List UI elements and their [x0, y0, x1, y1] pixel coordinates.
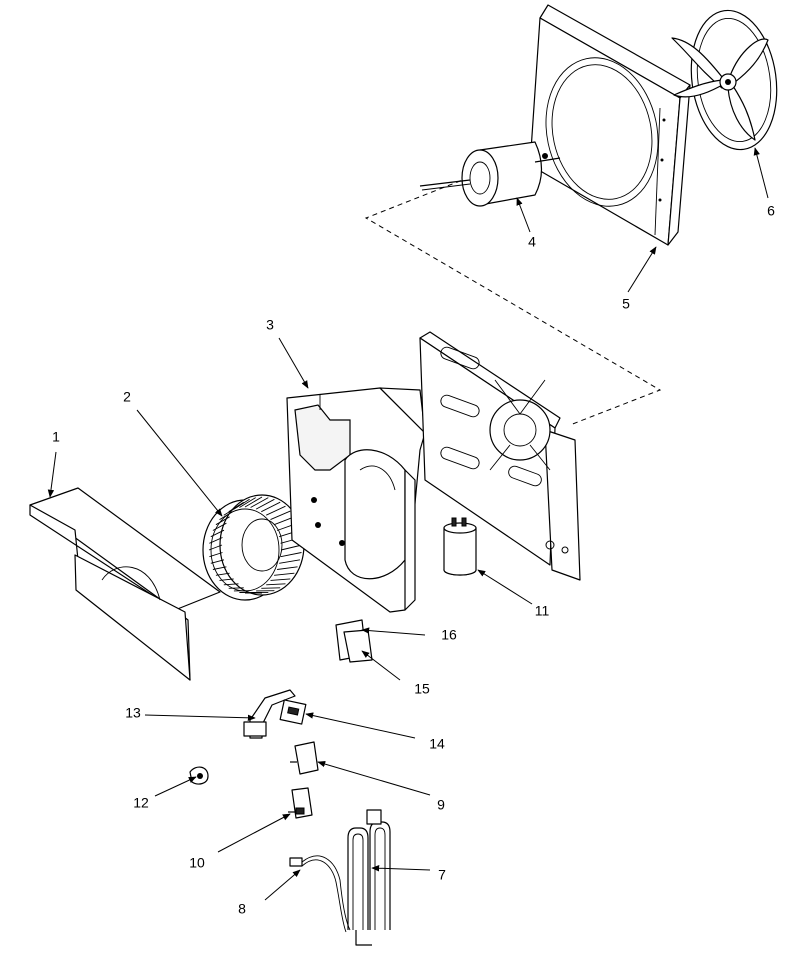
blower-fin	[210, 559, 225, 564]
support-bracket	[419, 331, 581, 581]
callout-16: 16	[441, 627, 457, 643]
part-9-relay	[290, 741, 319, 775]
blower-fin	[228, 587, 244, 589]
blower-fin	[270, 578, 291, 581]
callout-labels: 1 2 3 4 5 6 7 8 9 10 11 12 13 14 15 16	[52, 203, 775, 917]
part-1-mounting-plate	[29, 487, 221, 681]
callout-11: 11	[535, 603, 550, 619]
blower-fin	[208, 544, 223, 551]
part-2-blower-wheel	[202, 494, 305, 601]
blower-fin	[210, 529, 225, 538]
blower-fin	[274, 572, 295, 576]
blower-fin	[279, 559, 301, 564]
blower-fin	[239, 497, 256, 508]
blower-fin	[261, 501, 281, 513]
callout-2: 2	[123, 389, 131, 405]
callout-12: 12	[133, 795, 149, 811]
callout-13: 13	[125, 705, 141, 721]
blower-fin	[280, 544, 303, 551]
blower-fin	[212, 566, 227, 570]
part-10-thermostat	[288, 787, 313, 819]
part-4-fan-motor	[419, 141, 561, 207]
blower-fin	[244, 496, 263, 508]
blower-fin	[228, 501, 245, 513]
blower-fin	[255, 498, 275, 510]
blower-fin	[209, 537, 223, 544]
part-6-fan-blade	[671, 9, 778, 151]
callout-3: 3	[266, 317, 274, 333]
part-14-switch	[279, 699, 307, 725]
callout-5: 5	[622, 296, 630, 312]
callout-8: 8	[238, 901, 246, 917]
blower-fin	[266, 583, 286, 586]
callout-4: 4	[528, 234, 536, 250]
part-15-16-clip	[335, 619, 373, 663]
blower-fin	[280, 552, 302, 558]
blower-fin	[209, 552, 223, 558]
part-7-heater-element	[347, 809, 391, 946]
callout-7: 7	[438, 867, 446, 883]
callout-14: 14	[429, 736, 445, 752]
callout-15: 15	[414, 681, 430, 697]
part-13-switch-bracket	[243, 689, 296, 739]
leader-lines	[47, 147, 769, 901]
callout-6: 6	[767, 203, 775, 219]
blower-fin	[233, 498, 250, 510]
part-12-clip	[189, 766, 209, 785]
blower-fin	[215, 572, 230, 576]
blower-fin	[270, 510, 291, 521]
blower-fin	[250, 497, 269, 508]
blower-fin	[261, 587, 281, 589]
callout-1: 1	[52, 429, 60, 445]
callout-10: 10	[189, 855, 205, 871]
blower-fin	[215, 516, 230, 526]
blower-fin	[212, 522, 227, 531]
blower-fin	[219, 510, 234, 520]
part-8-wire-harness	[289, 855, 351, 933]
part-11-capacitor	[443, 517, 477, 576]
callout-9: 9	[437, 797, 445, 813]
part-5-shroud-panel	[529, 4, 691, 246]
blower-fin	[219, 578, 234, 581]
blower-fin	[266, 505, 286, 516]
blower-fin	[223, 583, 239, 586]
part-3-blower-housing	[286, 387, 426, 613]
blower-fin	[277, 566, 298, 570]
